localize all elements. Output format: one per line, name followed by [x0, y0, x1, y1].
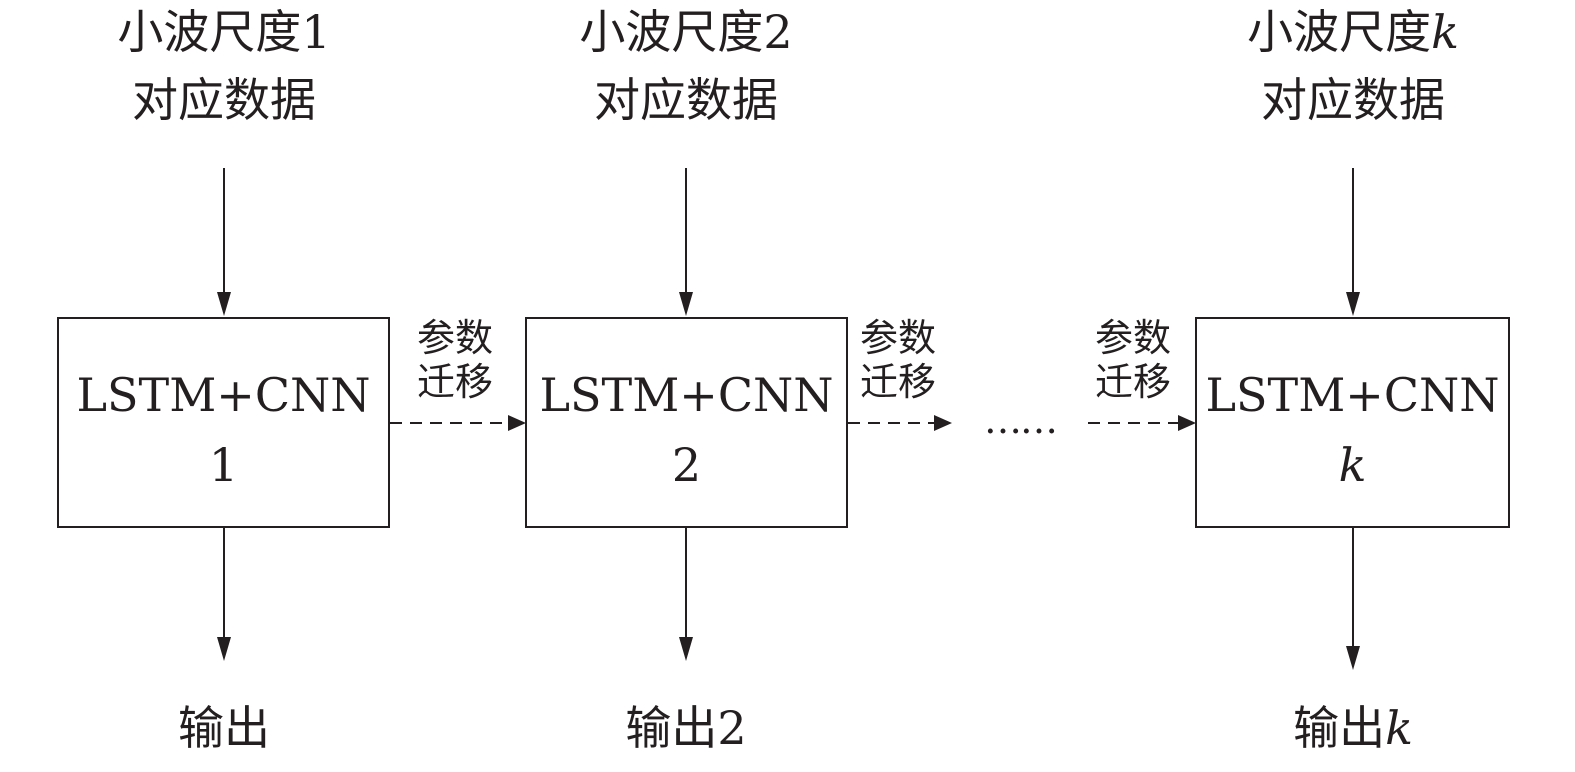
input-arrowhead-2: [679, 292, 693, 316]
transfer-label-3: 参数 迁移: [1073, 316, 1193, 404]
transfer-arrowhead-1: [508, 415, 526, 431]
transfer-label-1-line2: 迁移: [416, 360, 493, 404]
model-block-2-title: LSTM+CNN: [539, 368, 834, 422]
model-block-1: LSTM+CNN 1: [57, 317, 390, 528]
transfer-arrowhead-3: [1178, 415, 1196, 431]
model-block-2-index: 2: [671, 438, 702, 492]
output-label-k: 输出k: [1253, 700, 1453, 756]
input-label-1-line2: 对应数据: [132, 73, 316, 127]
input-label-2-line2: 对应数据: [594, 73, 778, 127]
output-label-2-main: 输出: [625, 701, 718, 755]
transfer-label-3-line1: 参数: [1094, 316, 1171, 360]
ellipsis: ……: [984, 398, 1058, 442]
input-label-1-suffix: 1: [301, 5, 331, 59]
transfer-label-2: 参数 迁移: [838, 316, 958, 404]
input-label-k: 小波尺度k 对应数据: [1193, 4, 1513, 128]
model-block-1-title: LSTM+CNN: [76, 368, 371, 422]
output-label-2: 输出2: [586, 700, 786, 756]
transfer-label-2-line1: 参数: [859, 316, 936, 360]
input-label-2-main: 小波尺度: [579, 5, 764, 59]
output-label-1-main: 输出: [178, 701, 270, 755]
input-label-k-suffix: k: [1431, 5, 1459, 59]
transfer-label-3-line2: 迁移: [1094, 360, 1171, 404]
transfer-label-1-line1: 参数: [416, 316, 493, 360]
input-label-k-main: 小波尺度: [1247, 5, 1432, 59]
input-label-2-suffix: 2: [763, 5, 793, 59]
input-label-k-line2: 对应数据: [1261, 73, 1445, 127]
input-arrowhead-1: [217, 292, 231, 316]
output-label-k-suffix: k: [1385, 701, 1413, 755]
output-label-2-suffix: 2: [717, 701, 747, 755]
model-block-2: LSTM+CNN 2: [525, 317, 848, 528]
output-label-1: 输出: [124, 700, 324, 756]
output-arrowhead-k: [1346, 646, 1360, 670]
input-arrowhead-k: [1346, 292, 1360, 316]
output-label-k-main: 输出: [1293, 701, 1386, 755]
model-block-1-index: 1: [208, 438, 239, 492]
transfer-label-2-line2: 迁移: [859, 360, 936, 404]
input-label-2: 小波尺度2 对应数据: [526, 4, 846, 128]
model-block-k: LSTM+CNN k: [1195, 317, 1510, 528]
transfer-arrowhead-2: [934, 415, 952, 431]
input-label-1-main: 小波尺度: [117, 5, 302, 59]
model-block-k-index: k: [1338, 438, 1367, 492]
model-block-k-title: LSTM+CNN: [1205, 368, 1500, 422]
output-arrowhead-1: [217, 637, 231, 661]
output-arrowhead-2: [679, 637, 693, 661]
transfer-label-1: 参数 迁移: [395, 316, 515, 404]
input-label-1: 小波尺度1 对应数据: [64, 4, 384, 128]
